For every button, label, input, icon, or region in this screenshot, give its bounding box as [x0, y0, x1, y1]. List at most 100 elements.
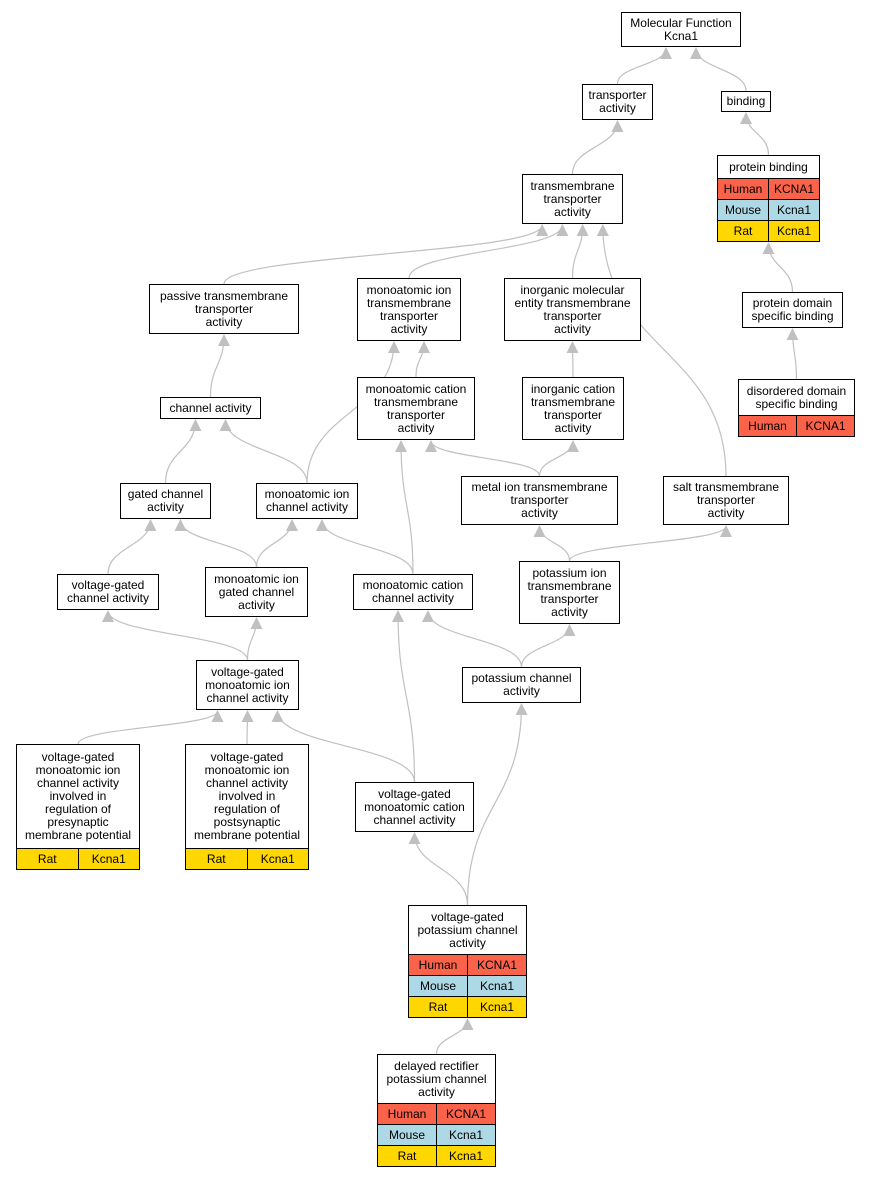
go-term-label: voltage-gated potassium channel activity [417, 909, 518, 950]
go-term-label: metal ion transmembrane transporter acti… [471, 480, 608, 520]
go-term-node-inorganic-mol[interactable]: inorganic molecular entity transmembrane… [504, 278, 641, 341]
go-term-label: protein binding [729, 159, 808, 174]
edge-delayed-rect-to-vg-k-channel [435, 1018, 474, 1055]
edge-cation-channel-to-ion-channel [316, 519, 414, 575]
gene-cell: Kcna1 [436, 1146, 495, 1166]
annotation-row: Rat Kcna1 [17, 848, 139, 869]
go-term-label: voltage-gated monoatomic ion channel act… [193, 750, 301, 842]
go-term-label: disordered domain specific binding [746, 383, 847, 411]
edge-channel-to-passive [209, 334, 230, 398]
gene-cell: KCNA1 [467, 955, 526, 975]
go-term-node-transporter[interactable]: transporter activity [582, 84, 653, 120]
gene-cell: Kcna1 [467, 976, 526, 996]
go-term-node-passive[interactable]: passive transmembrane transporter activi… [149, 284, 299, 334]
go-term-label: monoatomic ion transmembrane transporter… [366, 282, 452, 336]
go-term-label: salt transmembrane transporter activity [672, 480, 780, 520]
go-term-label: voltage-gated monoatomic cation channel … [364, 786, 465, 827]
go-term-node-k-ion-tm[interactable]: potassium ion transmembrane transporter … [519, 561, 620, 624]
species-cell: Mouse [724, 203, 762, 217]
go-term-node-vg-k-channel[interactable]: voltage-gated potassium channel activity… [408, 905, 527, 1018]
species-cell: Rat [428, 1000, 448, 1014]
go-term-node-cation-channel[interactable]: monoatomic cation channel activity [353, 574, 473, 610]
gene-cell: Kcna1 [467, 997, 526, 1017]
species-cell: Rat [37, 852, 57, 866]
go-term-node-domain-binding[interactable]: protein domain specific binding [742, 292, 843, 328]
go-term-label: voltage-gated monoatomic ion channel act… [24, 750, 132, 842]
go-term-node-ion-channel[interactable]: monoatomic ion channel activity [256, 483, 358, 519]
edge-domain-binding-to-protein-binding [762, 242, 794, 293]
edge-vg-cation-channel-to-cation-channel [392, 610, 416, 783]
edge-ion-tm-to-tm-transporter [408, 224, 569, 279]
go-term-label: passive transmembrane transporter activi… [159, 288, 289, 329]
go-term-node-k-channel[interactable]: potassium channel activity [462, 667, 581, 703]
go-term-label: monoatomic cation channel activity [362, 578, 464, 605]
species-cell: Rat [733, 224, 753, 238]
go-term-label: channel activity [169, 400, 252, 415]
go-term-label: voltage-gated monoatomic ion channel act… [205, 664, 290, 705]
go-term-node-gated[interactable]: gated channel activity [120, 483, 211, 519]
go-term-node-tm-transporter[interactable]: transmembrane transporter activity [522, 174, 623, 224]
annotation-row: Human KCNA1 [409, 954, 526, 975]
go-term-label: potassium ion transmembrane transporter … [527, 565, 612, 619]
gene-cell: KCNA1 [436, 1104, 495, 1124]
go-term-label: binding [726, 94, 766, 108]
edge-binding-to-mf [690, 47, 747, 92]
go-term-label: delayed rectifier potassium channel acti… [386, 1058, 487, 1099]
species-cell: Human [418, 958, 458, 972]
edge-k-ion-tm-to-metal-ion [533, 525, 571, 562]
go-term-node-cation-tm[interactable]: monoatomic cation transmembrane transpor… [357, 377, 475, 440]
edge-inorganic-mol-to-tm-transporter [571, 224, 589, 279]
gene-cell: Kcna1 [77, 849, 140, 869]
edge-transporter-to-mf [616, 47, 672, 85]
annotation-row: Rat Kcna1 [378, 1145, 495, 1166]
edge-tm-transporter-to-transporter [571, 120, 624, 175]
species-cell: Rat [206, 852, 226, 866]
go-term-node-mf[interactable]: Molecular Function Kcna1 [621, 12, 741, 47]
go-term-node-salt[interactable]: salt transmembrane transporter activity [663, 476, 789, 525]
species-cell: Rat [397, 1149, 417, 1163]
go-term-node-vg-ion-channel[interactable]: voltage-gated monoatomic ion channel act… [196, 660, 299, 710]
go-term-node-vg-presyn[interactable]: voltage-gated monoatomic ion channel act… [16, 744, 140, 870]
go-term-node-vg-cation-channel[interactable]: voltage-gated monoatomic cation channel … [355, 782, 474, 832]
edge-vg-k-channel-to-k-channel [466, 703, 528, 906]
go-term-node-ion-gated[interactable]: monoatomic ion gated channel activity [205, 567, 308, 617]
go-term-node-vg-postsyn[interactable]: voltage-gated monoatomic ion channel act… [185, 744, 309, 870]
annotation-row: Rat Kcna1 [409, 996, 526, 1017]
go-term-node-vg-channel[interactable]: voltage-gated channel activity [57, 574, 159, 610]
go-term-node-ion-tm[interactable]: monoatomic ion transmembrane transporter… [357, 278, 461, 341]
edge-ion-channel-to-ion-tm [306, 341, 400, 484]
edge-vg-channel-to-gated [107, 519, 157, 575]
edge-metal-ion-to-cation-tm [425, 440, 541, 477]
edge-vg-ion-channel-to-ion-gated [246, 617, 263, 661]
edge-passive-to-tm-transporter [223, 224, 549, 285]
go-term-label: gated channel activity [127, 487, 204, 514]
species-cell: Human [748, 419, 787, 433]
go-term-node-metal-ion[interactable]: metal ion transmembrane transporter acti… [461, 476, 618, 525]
go-term-node-delayed-rect[interactable]: delayed rectifier potassium channel acti… [377, 1054, 496, 1167]
edge-vg-postsyn-to-vg-ion-channel [241, 710, 254, 745]
gene-cell: Kcna1 [768, 200, 819, 220]
go-term-label: voltage-gated channel activity [66, 578, 150, 605]
go-term-node-channel[interactable]: channel activity [160, 397, 261, 419]
edge-inorg-cation-to-inorganic-mol [566, 341, 579, 378]
species-cell: Human [387, 1107, 427, 1121]
edge-vg-ion-channel-to-vg-channel [102, 610, 249, 661]
go-term-label: monoatomic cation transmembrane transpor… [365, 381, 467, 435]
gene-cell: Kcna1 [768, 221, 819, 241]
go-term-label: monoatomic ion channel activity [264, 487, 350, 514]
edge-k-channel-to-k-ion-tm [520, 624, 576, 668]
go-term-node-inorg-cation[interactable]: inorganic cation transmembrane transport… [522, 377, 624, 440]
annotation-row: Mouse Kcna1 [718, 199, 819, 220]
edge-k-channel-to-cation-channel [422, 610, 523, 668]
gene-cell: KCNA1 [768, 179, 819, 199]
go-term-node-binding[interactable]: binding [721, 91, 771, 112]
edge-vg-k-channel-to-vg-cation-channel [408, 832, 469, 906]
